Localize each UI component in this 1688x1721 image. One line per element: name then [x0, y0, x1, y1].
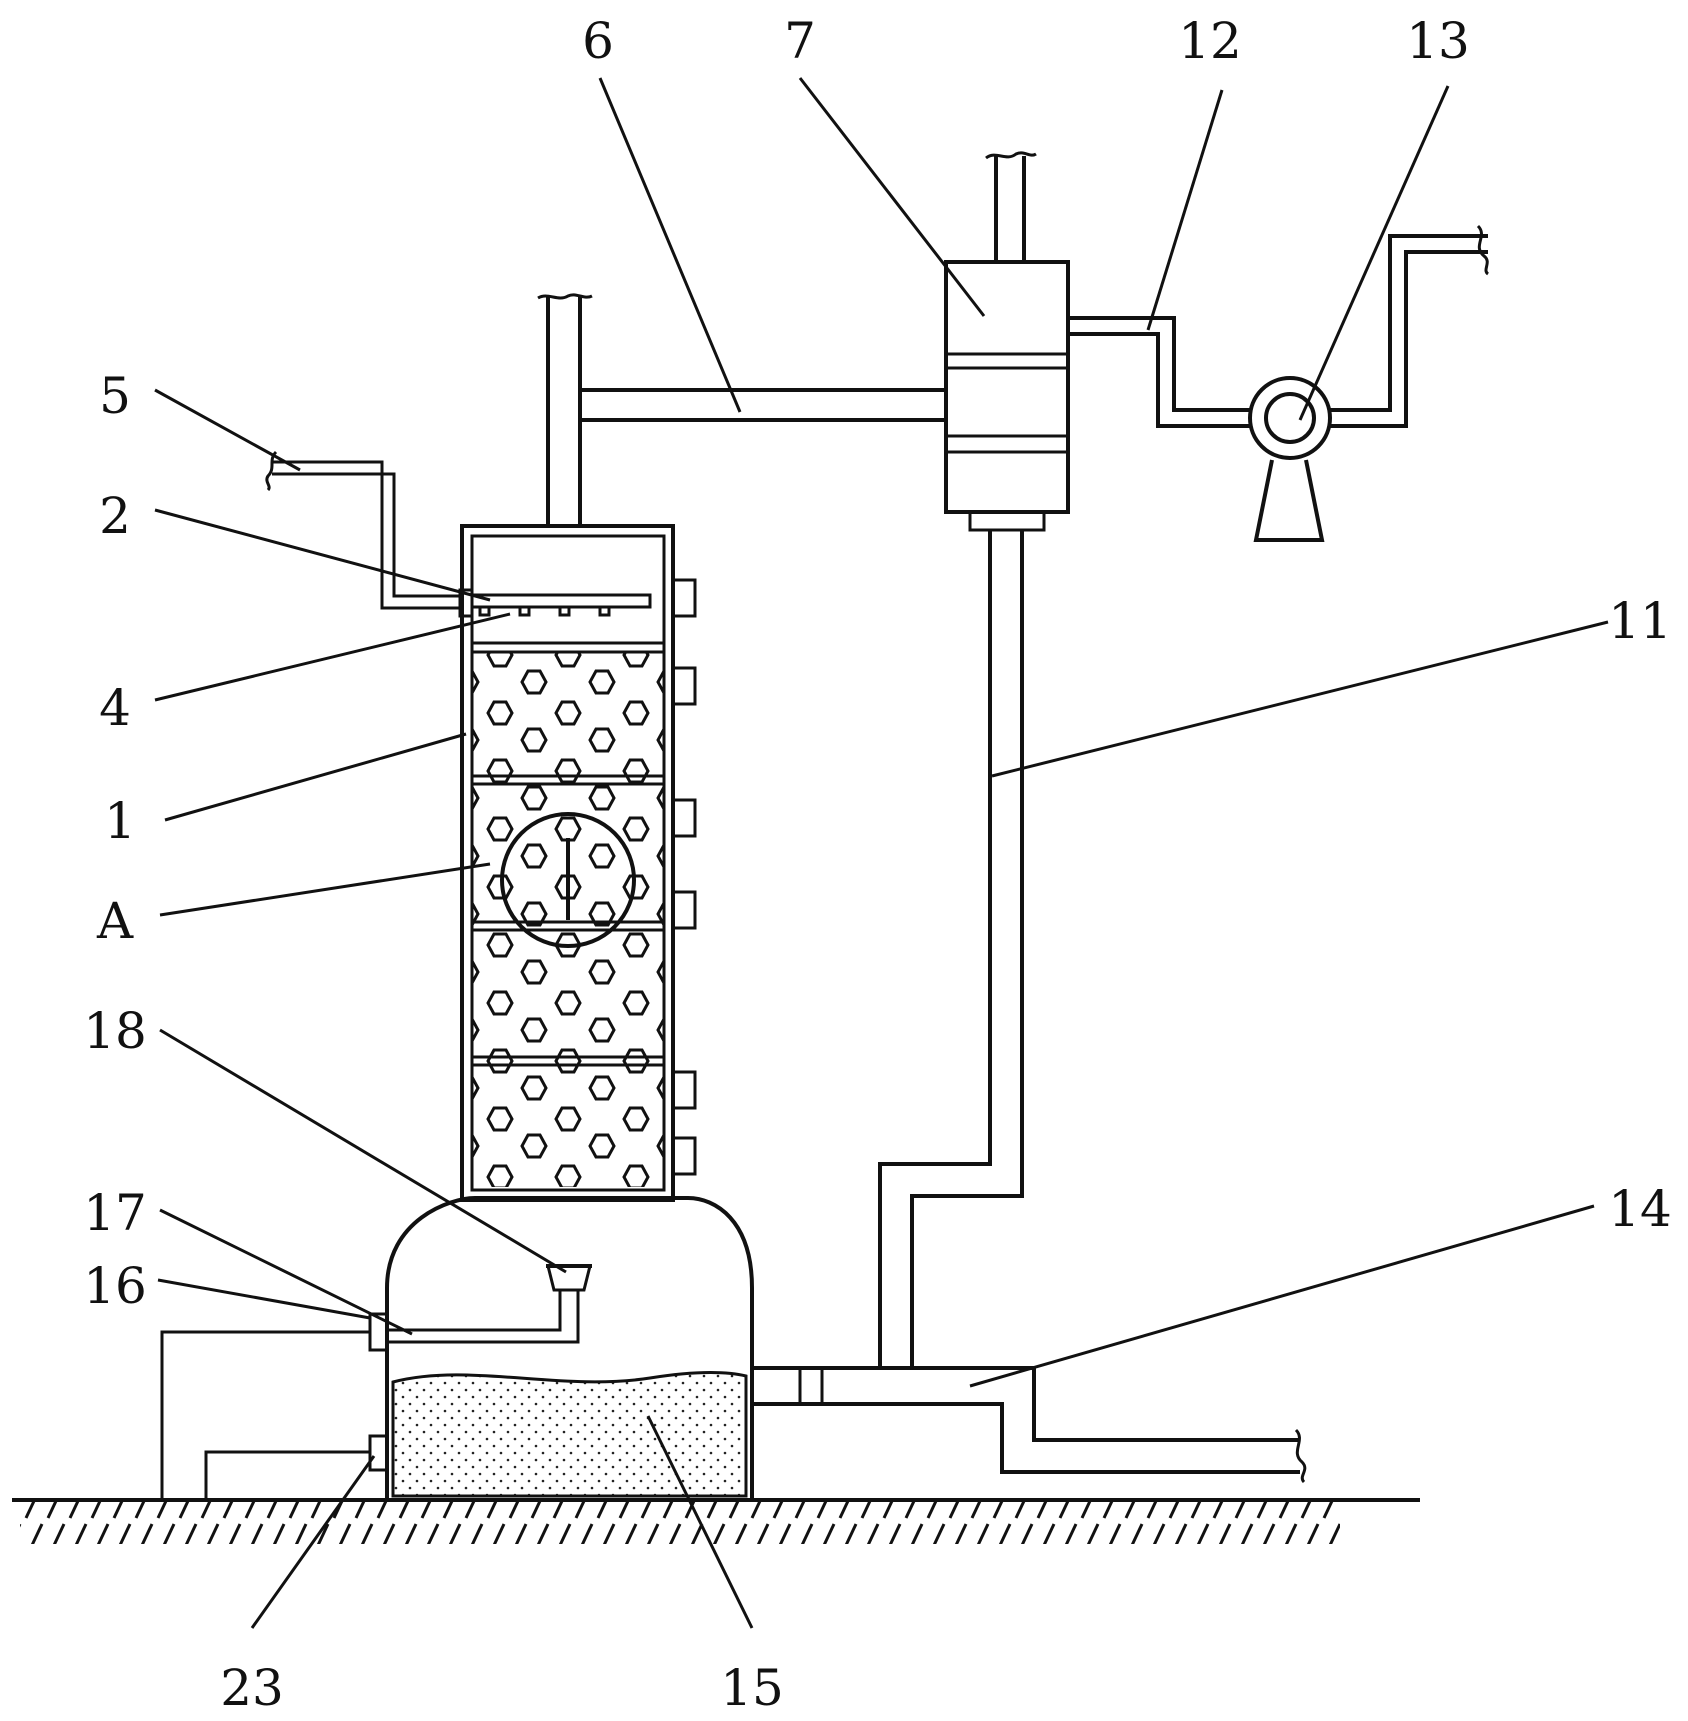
label-7: 7 — [784, 12, 816, 70]
label-14: 14 — [1608, 1180, 1672, 1238]
label-11: 11 — [1608, 592, 1672, 650]
label-6: 6 — [582, 12, 614, 70]
label-2: 2 — [99, 487, 131, 545]
liquid-tank — [385, 1196, 754, 1500]
label-13: 13 — [1406, 12, 1470, 70]
label-4: 4 — [99, 679, 131, 737]
ground — [12, 1498, 1420, 1544]
detail-a-circle — [500, 812, 636, 948]
label-1: 1 — [104, 792, 136, 850]
label-18: 18 — [83, 1002, 147, 1060]
label-16: 16 — [83, 1257, 147, 1315]
label-12: 12 — [1178, 12, 1242, 70]
label-15: 15 — [720, 1659, 784, 1717]
leader-lines — [154, 77, 1609, 1629]
absorption-column — [458, 524, 697, 1202]
label-a: A — [96, 892, 134, 950]
pipework — [160, 151, 1490, 1500]
callout-labels: 5 2 4 1 A 6 7 12 13 11 14 18 17 16 23 15 — [83, 12, 1672, 1717]
label-17: 17 — [83, 1184, 147, 1242]
label-5: 5 — [99, 367, 131, 425]
label-23: 23 — [220, 1659, 284, 1717]
